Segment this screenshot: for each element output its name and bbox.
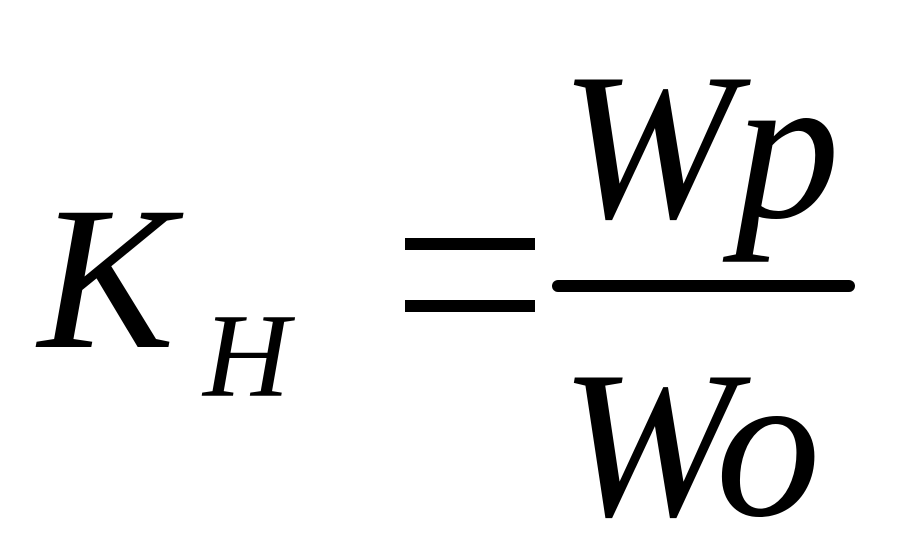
fraction-bar — [552, 280, 855, 292]
equals-bar-bottom — [405, 300, 535, 312]
formula-subscript: H — [203, 289, 290, 422]
equals-bar-top — [405, 238, 535, 250]
formula-variable: K — [38, 165, 175, 392]
fraction-denominator: Wo — [560, 329, 821, 557]
equals-sign — [405, 238, 535, 314]
fraction-numerator: Wp — [560, 31, 840, 263]
